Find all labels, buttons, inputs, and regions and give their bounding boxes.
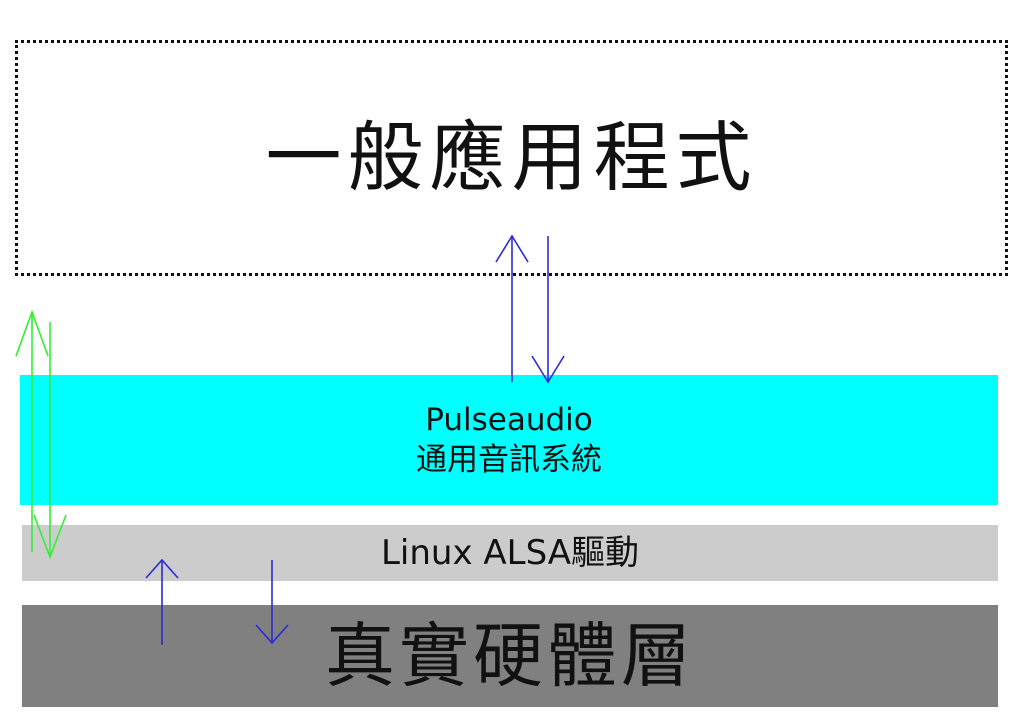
- application-layer-box: 一般應用程式: [15, 40, 1008, 276]
- hardware-layer-box: 真實硬體層: [22, 605, 998, 707]
- pulseaudio-layer-subtitle: 通用音訊系統: [416, 442, 602, 478]
- alsa-layer-label: Linux ALSA驅動: [380, 533, 640, 573]
- alsa-layer-box: Linux ALSA驅動: [22, 525, 998, 581]
- pulseaudio-layer-box: Pulseaudio 通用音訊系統: [20, 375, 998, 505]
- pulseaudio-layer-title: Pulseaudio: [425, 402, 593, 438]
- hardware-layer-label: 真實硬體層: [325, 615, 695, 697]
- application-layer-label: 一般應用程式: [265, 113, 758, 202]
